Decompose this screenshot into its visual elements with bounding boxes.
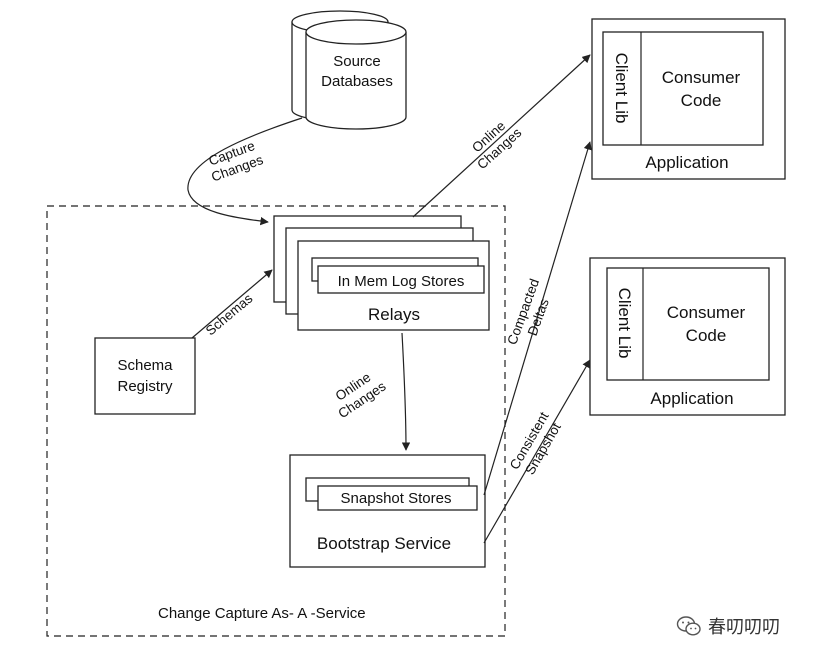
schema-registry-label-1: Schema	[117, 357, 173, 374]
application-label-top: Application	[645, 153, 728, 172]
schemas-edge	[191, 269, 273, 339]
watermark-text: 春叨叨叨	[708, 617, 780, 638]
application-node-top: Client Lib Consumer Code Application	[591, 18, 786, 180]
source-databases-node: Source Databases	[291, 10, 407, 130]
consumer-code-label-top-2: Code	[681, 91, 722, 110]
service-boundary	[46, 205, 506, 637]
relays-label: Relays	[368, 305, 420, 324]
schema-registry-node: Schema Registry	[94, 337, 196, 415]
online-changes-app-edge	[412, 54, 591, 218]
application-label-bottom: Application	[650, 389, 733, 408]
schemas-label: Schemas	[203, 291, 256, 339]
consistent-snapshot-edge	[483, 359, 591, 544]
online-changes-bootstrap-edge	[401, 332, 411, 451]
in-mem-log-stores-label: In Mem Log Stores	[338, 273, 465, 290]
source-databases-label-1: Source	[333, 53, 381, 70]
application-node-bottom: Client Lib Consumer Code Application	[589, 257, 786, 416]
watermark: 春叨叨叨	[676, 613, 780, 639]
consumer-code-label-bottom-1: Consumer	[667, 303, 746, 322]
bootstrap-service-label: Bootstrap Service	[317, 534, 451, 553]
compacted-deltas-edge	[483, 141, 592, 496]
client-lib-label-top: Client Lib	[612, 53, 631, 124]
source-databases-label-2: Databases	[321, 73, 393, 90]
service-boundary-label: Change Capture As- A -Service	[158, 605, 366, 622]
relays-node: In Mem Log Stores Relays	[273, 215, 490, 331]
consumer-code-label-top-1: Consumer	[662, 68, 741, 87]
client-lib-label-bottom: Client Lib	[615, 288, 634, 359]
capture-changes-edge	[187, 117, 303, 226]
schema-registry-label-2: Registry	[117, 378, 173, 395]
snapshot-stores-label: Snapshot Stores	[341, 490, 452, 507]
wechat-icon	[676, 616, 701, 636]
consumer-code-label-bottom-2: Code	[686, 326, 727, 345]
bootstrap-service-node: Snapshot Stores Bootstrap Service	[289, 454, 486, 568]
